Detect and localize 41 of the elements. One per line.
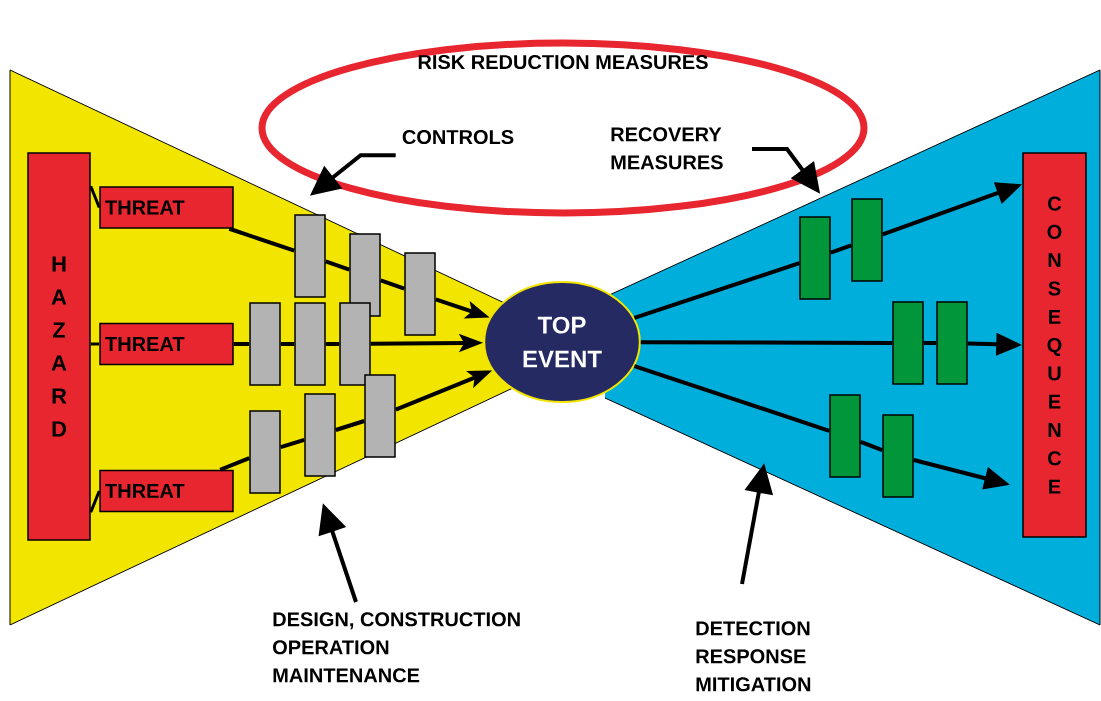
connector-line [280, 437, 305, 450]
callout-text: CONTROLS [402, 129, 514, 145]
barrier-block [304, 393, 336, 477]
barrier-block [829, 394, 861, 478]
connector-line [335, 419, 365, 432]
barrier-block [404, 252, 436, 336]
connector-line [219, 456, 250, 472]
connector-line [633, 364, 830, 433]
barrier-block [799, 216, 831, 300]
barrier-block [294, 302, 326, 386]
connector-line [89, 185, 101, 209]
barrier-block [892, 301, 924, 385]
connector-line [923, 341, 937, 345]
connector-line [860, 440, 883, 452]
connector-line [228, 226, 295, 253]
connector-line [640, 340, 893, 345]
connector-line [280, 342, 295, 346]
barrier-block [936, 301, 968, 385]
connector-line [233, 342, 250, 346]
callout-text: RECOVERY MEASURES [611, 127, 723, 170]
connector-line [325, 342, 340, 346]
callout-text: DETECTION RESPONSE MITIGATION [696, 621, 811, 692]
barrier-block [339, 302, 371, 386]
connector-line [633, 261, 800, 320]
threat-box: THREAT [99, 186, 234, 229]
barrier-block [249, 302, 281, 386]
vertical-label-box: CONSEQUENCE [1022, 152, 1087, 538]
connector-line [380, 278, 405, 291]
connector-line [830, 243, 852, 255]
connector-line [90, 342, 100, 346]
connector-line [89, 490, 101, 513]
vertical-label-box: HAZARD [27, 152, 91, 541]
barrier-block [294, 214, 326, 298]
callout-text: DESIGN, CONSTRUCTION OPERATION MAINTENANCE [273, 612, 520, 683]
barrier-block [882, 414, 914, 498]
barrier-block [249, 410, 281, 494]
barrier-block [851, 198, 883, 282]
connector-line [325, 259, 350, 272]
barrier-block [364, 374, 396, 458]
threat-box: THREAT [99, 469, 234, 513]
threat-box: THREAT [99, 322, 234, 366]
